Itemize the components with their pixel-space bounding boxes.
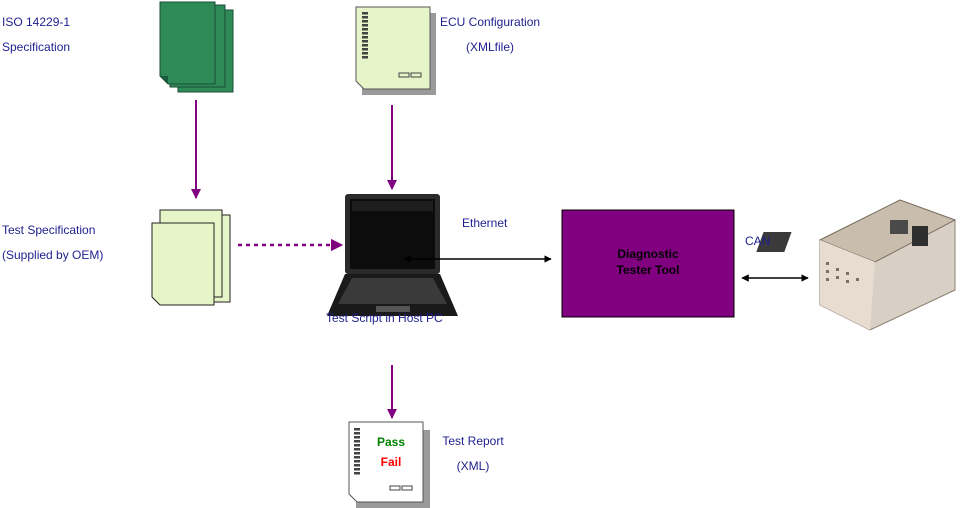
test-spec-line1: Test Specification xyxy=(2,223,96,237)
iso-spec-line1: ISO 14229-1 xyxy=(2,15,71,29)
report-pass-label: Pass xyxy=(377,435,405,449)
test-spec-line2: (Supplied by OEM) xyxy=(2,248,104,262)
tester-tool-line1: Diagnostic xyxy=(617,247,679,261)
test-report-document-icon xyxy=(348,421,430,508)
test-spec-documents-icon xyxy=(151,209,231,306)
report-fail-label: Fail xyxy=(381,455,402,469)
iso-spec-line2: Specification xyxy=(2,40,71,54)
ecu-config-document-icon xyxy=(355,6,436,95)
test-spec-label: Test Specification (Supplied by OEM) xyxy=(2,218,103,268)
laptop-icon xyxy=(327,194,458,316)
ecu-config-label: ECU Configuration (XMLfile) xyxy=(440,10,540,60)
ecu-config-line2: (XMLfile) xyxy=(465,40,514,54)
test-report-label: Test Report (XML) xyxy=(438,429,508,479)
test-report-line2: (XML) xyxy=(456,459,490,473)
can-label: CAN xyxy=(745,234,771,248)
test-report-line1: Test Report xyxy=(442,434,504,448)
iso-spec-documents-icon xyxy=(159,1,234,93)
tester-tool-box xyxy=(561,209,735,318)
ethernet-label: Ethernet xyxy=(462,216,508,230)
ecu-config-line1: ECU Configuration xyxy=(440,15,541,29)
host-pc-label: Test Script in Host PC xyxy=(326,311,443,325)
tester-tool-line2: Tester Tool xyxy=(617,263,680,277)
ecu-hardware-icon xyxy=(756,199,957,331)
iso-spec-label: ISO 14229-1 Specification xyxy=(2,10,70,60)
